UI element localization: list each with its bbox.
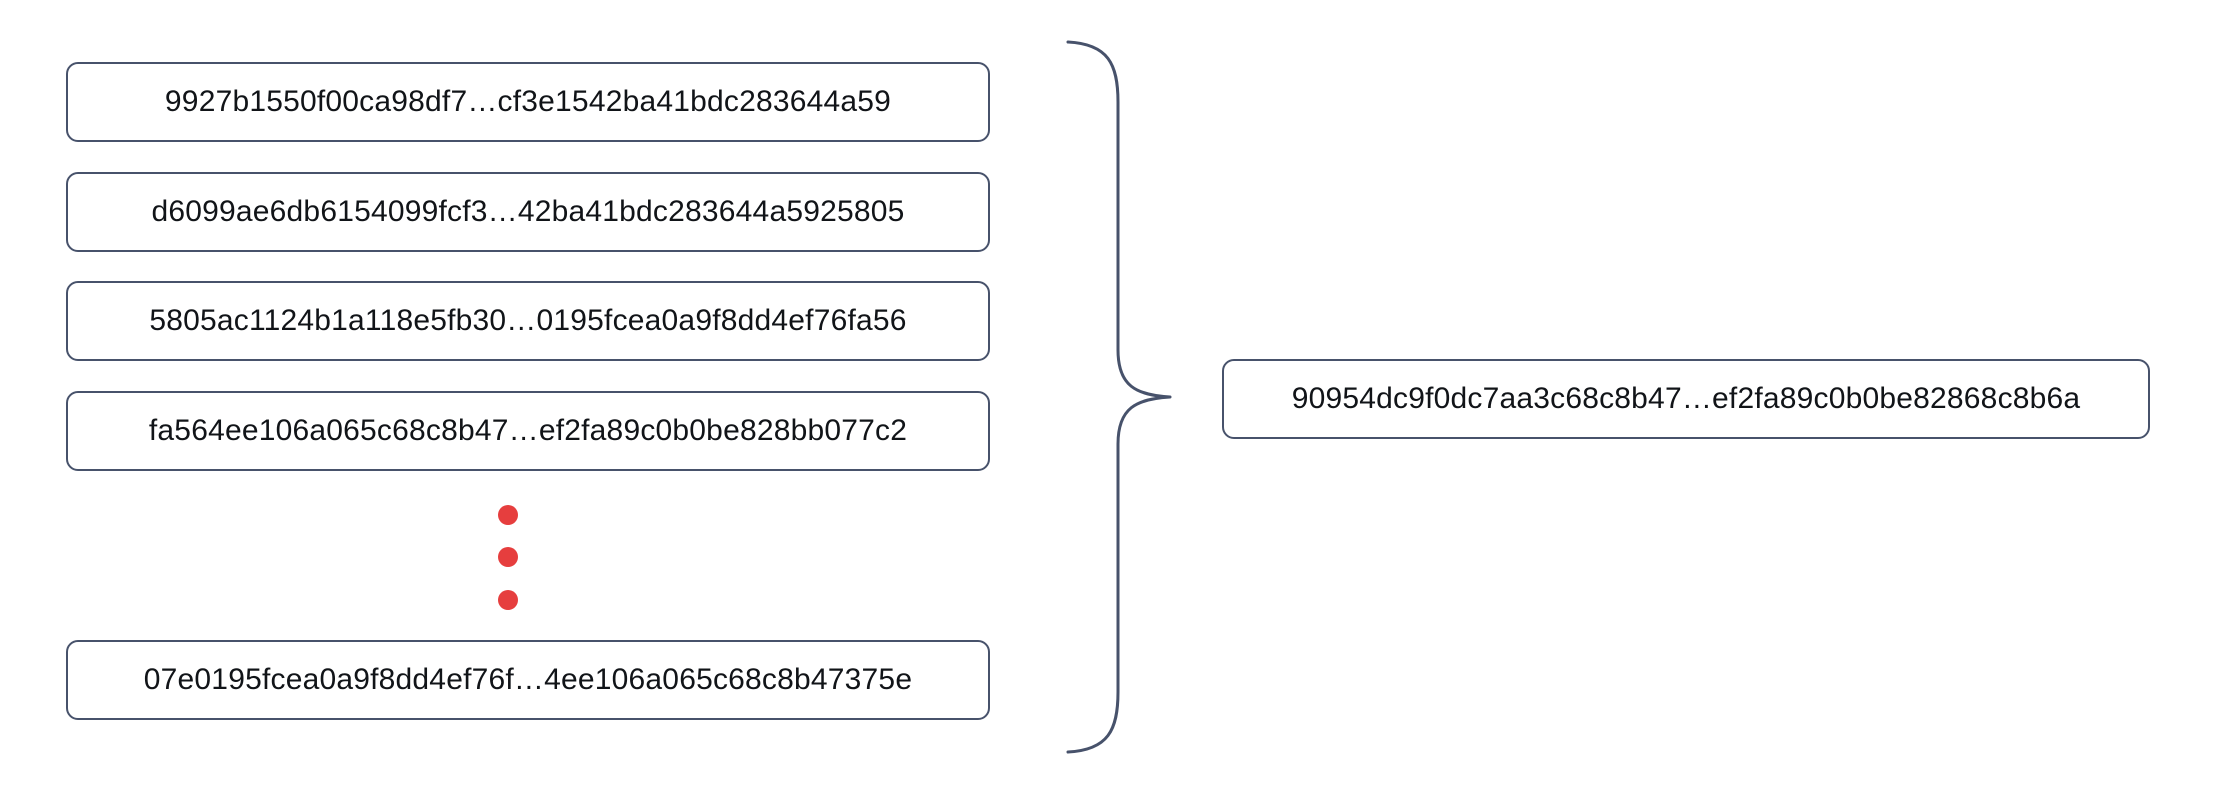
output-hash-text: 90954dc9f0dc7aa3c68c8b47…ef2fa89c0b0be82…: [1291, 382, 2081, 415]
ellipsis-dot-icon: [498, 590, 518, 610]
input-hash-box[interactable]: 07e0195fcea0a9f8dd4ef76f…4ee106a065c68c8…: [66, 640, 990, 720]
input-hash-text: d6099ae6db6154099fcf3…42ba41bdc283644a59…: [151, 195, 905, 228]
input-hash-text: 07e0195fcea0a9f8dd4ef76f…4ee106a065c68c8…: [143, 663, 913, 696]
input-hash-box[interactable]: fa564ee106a065c68c8b47…ef2fa89c0b0be828b…: [66, 391, 990, 471]
input-hash-text: fa564ee106a065c68c8b47…ef2fa89c0b0be828b…: [148, 414, 908, 447]
ellipsis-dot-icon: [498, 547, 518, 567]
ellipsis-dot-icon: [498, 505, 518, 525]
input-hash-box[interactable]: d6099ae6db6154099fcf3…42ba41bdc283644a59…: [66, 172, 990, 252]
input-hash-box[interactable]: 5805ac1124b1a118e5fb30…0195fcea0a9f8dd4e…: [66, 281, 990, 361]
output-hash-box[interactable]: 90954dc9f0dc7aa3c68c8b47…ef2fa89c0b0be82…: [1222, 359, 2150, 439]
curly-brace-icon: [1066, 40, 1172, 754]
vertical-ellipsis-icon: [498, 505, 518, 615]
input-hash-text: 9927b1550f00ca98df7…cf3e1542ba41bdc28364…: [164, 85, 892, 118]
input-hash-text: 5805ac1124b1a118e5fb30…0195fcea0a9f8dd4e…: [149, 304, 907, 337]
input-hash-box[interactable]: 9927b1550f00ca98df7…cf3e1542ba41bdc28364…: [66, 62, 990, 142]
